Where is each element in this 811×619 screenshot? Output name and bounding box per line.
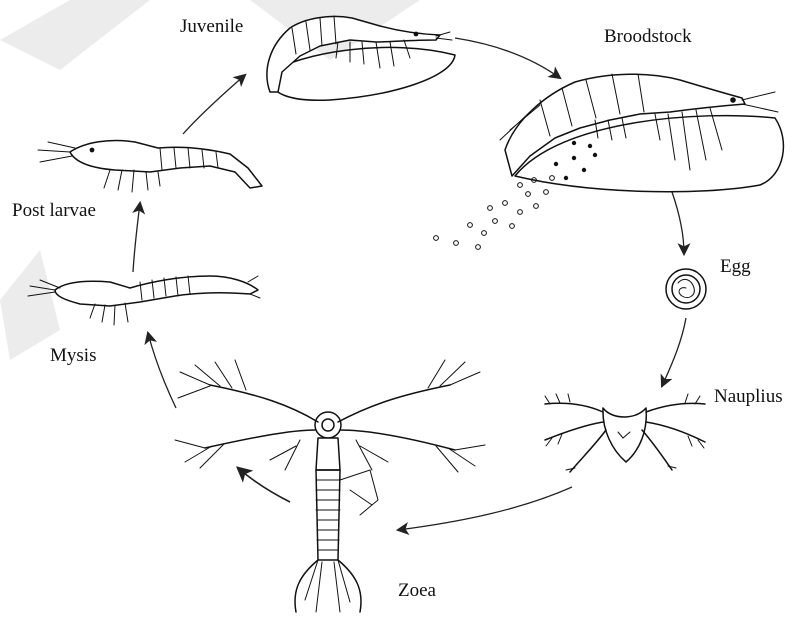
arrow-zoea-to-mysis	[148, 333, 176, 408]
label-egg: Egg	[720, 256, 751, 278]
zoea-illustration	[175, 360, 485, 612]
egg-illustration	[666, 269, 706, 309]
label-mysis: Mysis	[50, 345, 96, 367]
background-watermark	[0, 0, 420, 360]
arrow-mysis-to-post-larvae	[133, 203, 140, 272]
nauplius-illustration	[545, 394, 705, 472]
broodstock-illustration	[500, 74, 783, 192]
label-nauplius: Nauplius	[714, 386, 783, 408]
arrow-egg-to-nauplius	[662, 318, 686, 386]
arrow-zoea-inner	[238, 468, 290, 502]
post-larvae-illustration	[38, 140, 262, 192]
arrow-nauplius-to-zoea	[398, 487, 572, 530]
label-broodstock: Broodstock	[604, 26, 692, 48]
label-post-larvae: Post larvae	[12, 200, 96, 222]
mysis-illustration	[28, 276, 260, 325]
juvenile-illustration	[267, 16, 455, 100]
label-juvenile: Juvenile	[180, 16, 243, 38]
label-zoea: Zoea	[398, 580, 436, 602]
arrow-post-larvae-to-juvenile	[183, 75, 245, 134]
arrow-broodstock-to-egg	[672, 192, 684, 254]
arrow-juvenile-to-broodstock	[455, 38, 560, 78]
